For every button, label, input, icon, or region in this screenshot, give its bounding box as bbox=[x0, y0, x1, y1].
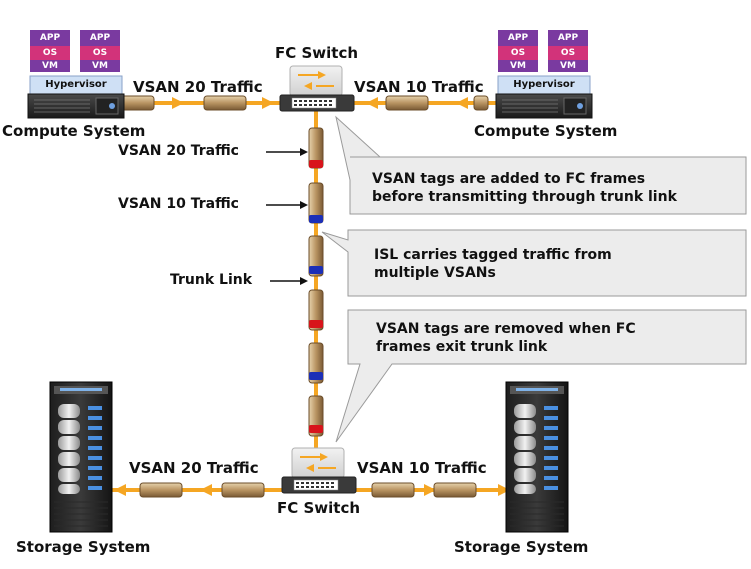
vm-vm-label: VM bbox=[560, 61, 576, 71]
vm-app-label: APP bbox=[89, 33, 111, 43]
arrow-left-icon bbox=[114, 484, 126, 496]
callout-3-text: VSAN tags are removed when FC frames exi… bbox=[376, 320, 636, 356]
bottom-left-traffic-label: VSAN 20 Traffic bbox=[129, 459, 259, 477]
callouts bbox=[321, 115, 747, 443]
vm-app-label: APP bbox=[39, 33, 61, 43]
vm-vm-label: VM bbox=[510, 61, 526, 71]
fc-frame bbox=[385, 95, 429, 111]
callout-3-bubble bbox=[335, 309, 747, 443]
left-compute-label: Compute System bbox=[2, 122, 146, 140]
hypervisor-label: Hypervisor bbox=[45, 79, 107, 90]
callout-1-line2: before transmitting through trunk link bbox=[372, 189, 677, 205]
trunk-link-label: Trunk Link bbox=[170, 272, 253, 288]
trunk-vsan10-label: VSAN 10 Traffic bbox=[118, 196, 239, 212]
fc-frame bbox=[433, 482, 477, 498]
vm-os-label: OS bbox=[92, 48, 108, 58]
callout-1-line1: VSAN tags are added to FC frames bbox=[372, 171, 646, 187]
arrow-left-icon bbox=[200, 484, 212, 496]
tagged-frame-vsan10 bbox=[308, 235, 324, 277]
fc-frame bbox=[371, 482, 415, 498]
fc-frame bbox=[203, 95, 247, 111]
trunk-frames bbox=[308, 127, 324, 437]
left-storage-system bbox=[49, 381, 113, 533]
callout-1-bubble bbox=[335, 115, 747, 215]
top-left-traffic-label: VSAN 20 Traffic bbox=[133, 78, 263, 96]
callout-2-line2: multiple VSANs bbox=[374, 265, 496, 281]
vm-vm-label: VM bbox=[92, 61, 108, 71]
tagged-frame-vsan20 bbox=[308, 127, 324, 169]
arrow-left-icon bbox=[366, 97, 378, 109]
right-storage-label: Storage System bbox=[454, 538, 589, 556]
label-pointers bbox=[266, 148, 308, 285]
top-right-traffic-label: VSAN 10 Traffic bbox=[354, 78, 484, 96]
arrow-right-icon bbox=[498, 484, 510, 496]
vm-vm-label: VM bbox=[42, 61, 58, 71]
callout-1-text: VSAN tags are added to FC frames before … bbox=[372, 170, 677, 206]
callout-2-bubble bbox=[321, 229, 747, 297]
fc-frame bbox=[473, 95, 489, 111]
link-arrows bbox=[114, 97, 510, 496]
left-compute-system bbox=[27, 30, 125, 119]
tagged-frame-vsan10 bbox=[308, 182, 324, 224]
vm-os-label: OS bbox=[42, 48, 58, 58]
vm-os-label: OS bbox=[510, 48, 526, 58]
arrow-right-icon bbox=[172, 97, 184, 109]
top-fc-switch-label: FC Switch bbox=[275, 44, 359, 62]
callout-3-line2: frames exit trunk link bbox=[376, 339, 548, 355]
vm-app-label: APP bbox=[507, 33, 529, 43]
bottom-right-traffic-label: VSAN 10 Traffic bbox=[357, 459, 487, 477]
bottom-fc-switch bbox=[281, 447, 357, 494]
top-fc-switch bbox=[279, 65, 355, 112]
arrow-right-icon bbox=[262, 97, 274, 109]
hypervisor-label: Hypervisor bbox=[513, 79, 575, 90]
vm-os-label: OS bbox=[560, 48, 576, 58]
bottom-fc-switch-label: FC Switch bbox=[277, 499, 361, 517]
callout-2-line1: ISL carries tagged traffic from bbox=[374, 247, 612, 263]
callout-2-text: ISL carries tagged traffic from multiple… bbox=[374, 246, 612, 282]
trunk-vsan20-label: VSAN 20 Traffic bbox=[118, 143, 239, 159]
right-compute-label: Compute System bbox=[474, 122, 618, 140]
trunk-link-line bbox=[314, 110, 318, 462]
right-compute-system bbox=[495, 30, 593, 119]
vm-app-label: APP bbox=[557, 33, 579, 43]
tagged-frame-vsan20 bbox=[308, 395, 324, 437]
left-storage-label: Storage System bbox=[16, 538, 151, 556]
tagged-frame-vsan10 bbox=[308, 342, 324, 384]
fc-frame bbox=[221, 482, 265, 498]
right-storage-system bbox=[505, 381, 569, 533]
arrow-left-icon bbox=[456, 97, 468, 109]
tagged-frame-vsan20 bbox=[308, 289, 324, 331]
arrow-right-icon bbox=[424, 484, 436, 496]
callout-3-line1: VSAN tags are removed when FC bbox=[376, 321, 636, 337]
fc-frame bbox=[139, 482, 183, 498]
